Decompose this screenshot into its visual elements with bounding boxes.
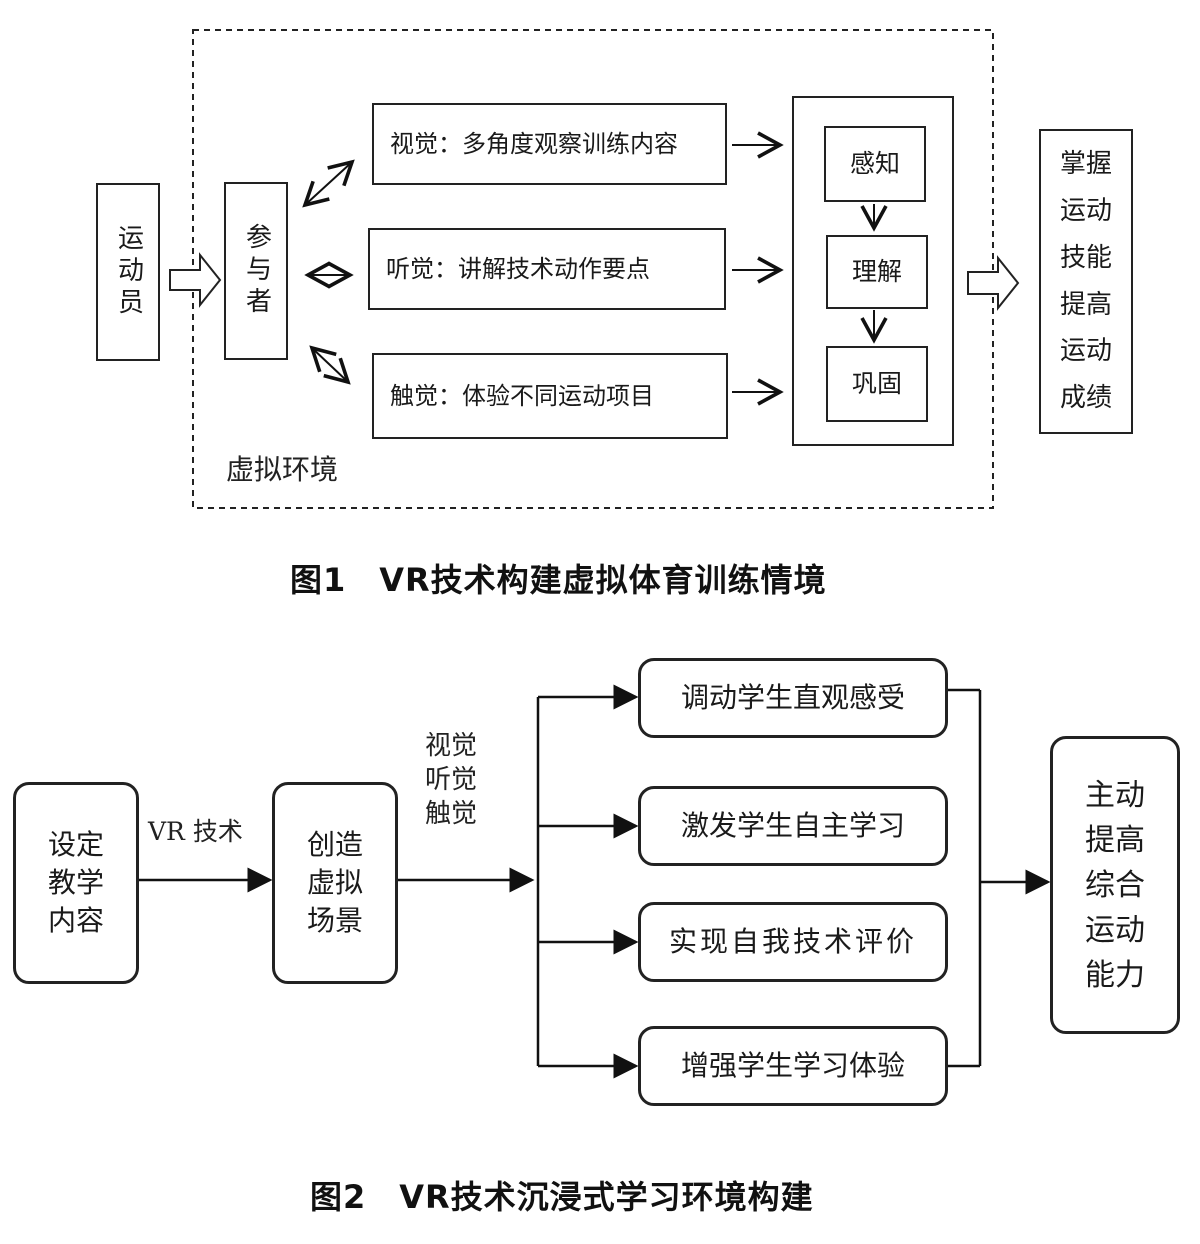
- double-arrow-tactile: [309, 345, 351, 385]
- sense-visual-label: 视觉：多角度观察训练内容: [390, 129, 678, 158]
- outcome-line-4: 提高: [1059, 289, 1112, 320]
- sense-line-2: 听觉: [425, 764, 478, 795]
- result-line-1: 主动: [1085, 777, 1145, 813]
- sense-tactile-label: 触觉：体验不同运动项目: [390, 381, 654, 410]
- sense-line-3: 触觉: [425, 798, 478, 829]
- scene-line-2: 虚拟: [306, 866, 363, 900]
- athlete-node: 运动员: [96, 183, 160, 361]
- scene-node: 创造 虚拟 场景: [272, 782, 398, 984]
- result-line-3: 综合: [1085, 867, 1145, 903]
- branch-label-4: 增强学生学习体验: [680, 1049, 905, 1083]
- outcome-line-5: 运动: [1059, 336, 1112, 367]
- stage-consolidate-node: 巩固: [826, 346, 928, 422]
- outcome-line-6: 成绩: [1059, 383, 1112, 414]
- branch-node-1: 调动学生直观感受: [638, 658, 948, 738]
- outcome-line-2: 运动: [1059, 195, 1112, 226]
- stage-understand-node: 理解: [826, 235, 928, 309]
- branch-node-4: 增强学生学习体验: [638, 1026, 948, 1106]
- stage-perceive-node: 感知: [824, 126, 926, 202]
- branch-node-2: 激发学生自主学习: [638, 786, 948, 866]
- start-node: 设定 教学 内容: [13, 782, 139, 984]
- result-line-2: 提高: [1085, 822, 1145, 858]
- senses-edge-label: 视觉 听觉 触觉: [425, 730, 477, 831]
- vr-tech-edge-label: VR 技术: [148, 817, 243, 846]
- stage-perceive-label: 感知: [849, 149, 900, 179]
- double-arrow-visual: [302, 159, 355, 208]
- hollow-arrow-stages-outcome: [967, 255, 1020, 311]
- stages-container: [792, 96, 954, 446]
- virtual-environment-label: 虚拟环境: [226, 453, 339, 486]
- branch-label-3: 实现自我技术评价: [668, 925, 917, 959]
- sense-line-1: 视觉: [425, 731, 478, 761]
- sense-audio-node: 听觉：讲解技术动作要点: [368, 228, 726, 310]
- participant-node: 参与者: [224, 182, 288, 360]
- scene-line-3: 场景: [306, 903, 363, 937]
- hollow-arrow-athlete-participant: [169, 252, 222, 308]
- figure1-caption: 图1 VR技术构建虚拟体育训练情境: [290, 561, 827, 599]
- sense-visual-node: 视觉：多角度观察训练内容: [372, 103, 727, 185]
- branch-label-1: 调动学生直观感受: [680, 681, 905, 715]
- result-line-5: 能力: [1085, 957, 1145, 993]
- sense-audio-label: 听觉：讲解技术动作要点: [386, 254, 650, 283]
- stage-understand-label: 理解: [851, 257, 902, 287]
- result-node: 主动 提高 综合 运动 能力: [1050, 736, 1180, 1034]
- participant-label: 参与者: [241, 223, 272, 319]
- branch-node-3: 实现自我技术评价: [638, 902, 948, 982]
- virtual-environment-region: [192, 29, 994, 509]
- start-line-1: 设定: [47, 828, 104, 862]
- result-line-4: 运动: [1085, 912, 1145, 948]
- outcome-line-3: 技能: [1059, 242, 1112, 273]
- sense-tactile-node: 触觉：体验不同运动项目: [372, 353, 728, 439]
- outcome-line-1: 掌握: [1059, 149, 1112, 180]
- outcome-node: 掌握 运动 技能 提高 运动 成绩: [1039, 129, 1133, 434]
- figure2-caption: 图2 VR技术沉浸式学习环境构建: [310, 1178, 814, 1216]
- athlete-label: 运动员: [113, 224, 144, 320]
- branch-label-2: 激发学生自主学习: [680, 809, 905, 843]
- start-line-3: 内容: [47, 903, 104, 937]
- stage-consolidate-label: 巩固: [851, 369, 902, 399]
- scene-line-1: 创造: [306, 828, 363, 862]
- start-line-2: 教学: [47, 866, 104, 900]
